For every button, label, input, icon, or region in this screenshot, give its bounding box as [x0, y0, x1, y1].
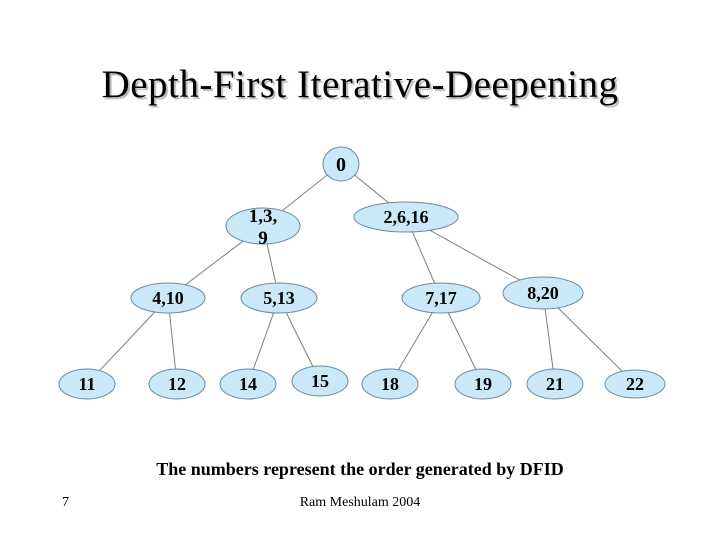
tree-node-19: 19: [454, 368, 512, 400]
node-label: 0: [336, 154, 346, 176]
node-ellipse: [454, 368, 512, 400]
caption: The numbers represent the order generate…: [156, 459, 564, 479]
tree-node-2616: 2,6,16: [353, 201, 459, 233]
tree-node-14: 14: [219, 368, 277, 400]
node-ellipse: [322, 146, 360, 182]
tree-node-410: 4,10: [130, 282, 206, 314]
node-ellipse: [502, 276, 584, 310]
node-label: 8,20: [527, 283, 559, 303]
tree-node-139: 1,3, 9: [225, 206, 301, 249]
node-label: 2,6,16: [384, 207, 429, 227]
footer-credit: Ram Meshulam 2004: [299, 495, 421, 510]
tree-node-root: 0: [322, 146, 360, 182]
tree-node-820: 8,20: [502, 276, 584, 310]
tree-node-22: 22: [604, 369, 666, 399]
tree-node-12: 12: [148, 368, 206, 400]
node-label: 12: [168, 374, 186, 394]
node-ellipse: [353, 201, 459, 233]
node-label: 5,13: [263, 288, 295, 308]
node-ellipse: [148, 368, 206, 400]
slide-number: 7: [62, 495, 69, 510]
tree-edges: [86, 163, 636, 385]
node-ellipse: [225, 207, 301, 245]
slide-title: Depth-First Iterative-Deepening: [101, 63, 619, 106]
node-ellipse: [58, 368, 116, 400]
tree-node-15: 15: [291, 365, 349, 397]
node-ellipse: [219, 368, 277, 400]
node-label: 7,17: [425, 288, 457, 308]
node-ellipse: [240, 282, 318, 314]
node-label: 15: [311, 371, 329, 391]
node-label: 14: [239, 374, 257, 394]
node-label: 11: [78, 374, 95, 394]
tree-node-11: 11: [58, 368, 116, 400]
node-label: 18: [381, 374, 399, 394]
node-label-line1: 1,3,: [249, 206, 278, 227]
node-ellipse: [361, 368, 419, 400]
node-ellipse: [291, 365, 349, 397]
node-ellipse: [130, 282, 206, 314]
tree-node-717: 7,17: [401, 282, 481, 314]
tree-node-18: 18: [361, 368, 419, 400]
node-label: 19: [474, 374, 492, 394]
node-label-line2: 9: [258, 228, 268, 249]
tree-node-21: 21: [526, 368, 584, 400]
node-label: 4,10: [152, 288, 184, 308]
tree-node-513: 5,13: [240, 282, 318, 314]
node-label: 21: [546, 374, 564, 394]
node-ellipse: [604, 369, 666, 399]
node-ellipse: [526, 368, 584, 400]
node-label: 22: [626, 374, 644, 394]
node-ellipse: [401, 282, 481, 314]
